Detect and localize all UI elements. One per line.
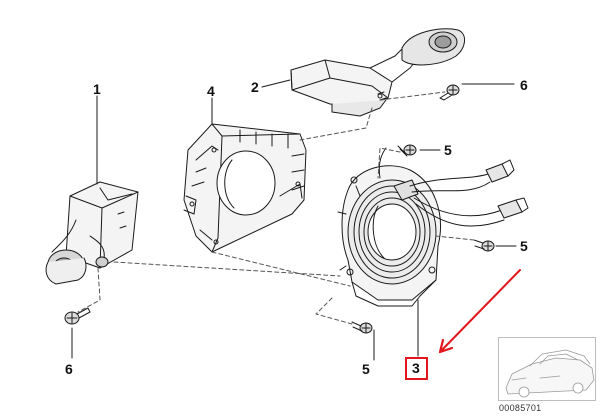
- callout-part-4: 4: [207, 83, 215, 99]
- callout-part-6-top: 6: [520, 77, 528, 93]
- switch-carrier-part-4: [183, 123, 307, 253]
- callout-part-6-bottom: 6: [65, 361, 73, 377]
- diagram-reference-number: 00085701: [499, 403, 542, 413]
- screw-part-6-top: [439, 84, 460, 101]
- callout-part-5-top: 5: [444, 142, 452, 158]
- screw-part-6-bottom: [64, 307, 91, 325]
- leader-lines: [71, 79, 517, 361]
- screw-part-5-bottom: [351, 321, 373, 334]
- callout-part-3: 3: [412, 360, 420, 376]
- vehicle-thumbnail-frame: [498, 337, 596, 401]
- callout-part-2: 2: [251, 79, 259, 95]
- callout-part-5-mid: 5: [520, 238, 528, 254]
- highlighted-part-box: [405, 357, 428, 380]
- stalk-switch-part-2: [290, 28, 465, 117]
- light-switch-part-1: [45, 181, 139, 285]
- clock-spring-part-3: [337, 147, 529, 307]
- callout-part-5-bottom: 5: [362, 361, 370, 377]
- assembly-dashed-lines: [77, 91, 475, 325]
- callout-part-1: 1: [93, 81, 101, 97]
- screw-part-5-top: [397, 144, 417, 157]
- screw-part-5-mid: [473, 239, 495, 252]
- car-thumbnail-icon: [505, 349, 595, 398]
- red-arrow-icon: [438, 269, 521, 354]
